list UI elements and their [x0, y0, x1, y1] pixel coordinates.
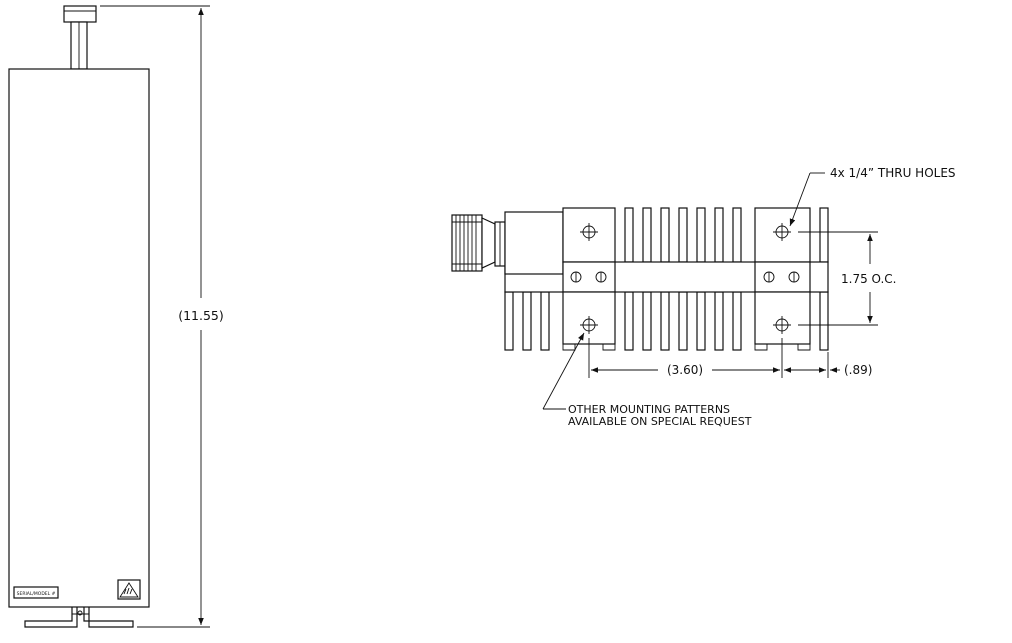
hole-top-left: [580, 223, 598, 241]
right-mounting-block: [754, 207, 811, 351]
mounting-note-line1: OTHER MOUNTING PATTERNS: [568, 403, 730, 416]
side-view: SERIAL/MODEL # (11.55): [8, 5, 224, 628]
label-plate: SERIAL/MODEL #: [13, 586, 59, 599]
top-view: 4x 1/4” THRU HOLES 1.75 O.C. (3.60) (.89…: [451, 166, 956, 428]
overall-height-label: (11.55): [178, 308, 224, 323]
mounting-note: OTHER MOUNTING PATTERNS AVAILABLE ON SPE…: [542, 332, 752, 428]
end-offset-label: (.89): [844, 363, 872, 377]
holes-note-text: 4x 1/4” THRU HOLES: [830, 166, 956, 180]
mounting-note-line2: AVAILABLE ON SPECIAL REQUEST: [568, 415, 752, 428]
height-dimension: (11.55): [100, 5, 224, 628]
warning-symbol-icon: [117, 579, 141, 600]
load-body: [8, 68, 150, 608]
thru-holes: [580, 223, 791, 334]
hole-bottom-left: [580, 316, 598, 334]
label-plate-text: SERIAL/MODEL #: [17, 591, 56, 597]
hole-bottom-right: [773, 316, 791, 334]
hole-top-right: [773, 223, 791, 241]
hole-spacing-label: 1.75 O.C.: [841, 272, 897, 286]
bottom-feet: [24, 607, 134, 628]
hole-spacing-dimension: 1.75 O.C.: [798, 231, 897, 326]
holes-note: 4x 1/4” THRU HOLES: [789, 166, 956, 227]
hole-pitch-dimension: (3.60): [588, 338, 829, 378]
top-connector: [63, 5, 97, 70]
hole-pitch-label: (3.60): [667, 363, 703, 377]
end-offset-dimension: (.89): [784, 363, 872, 377]
rf-connector: [451, 211, 564, 275]
